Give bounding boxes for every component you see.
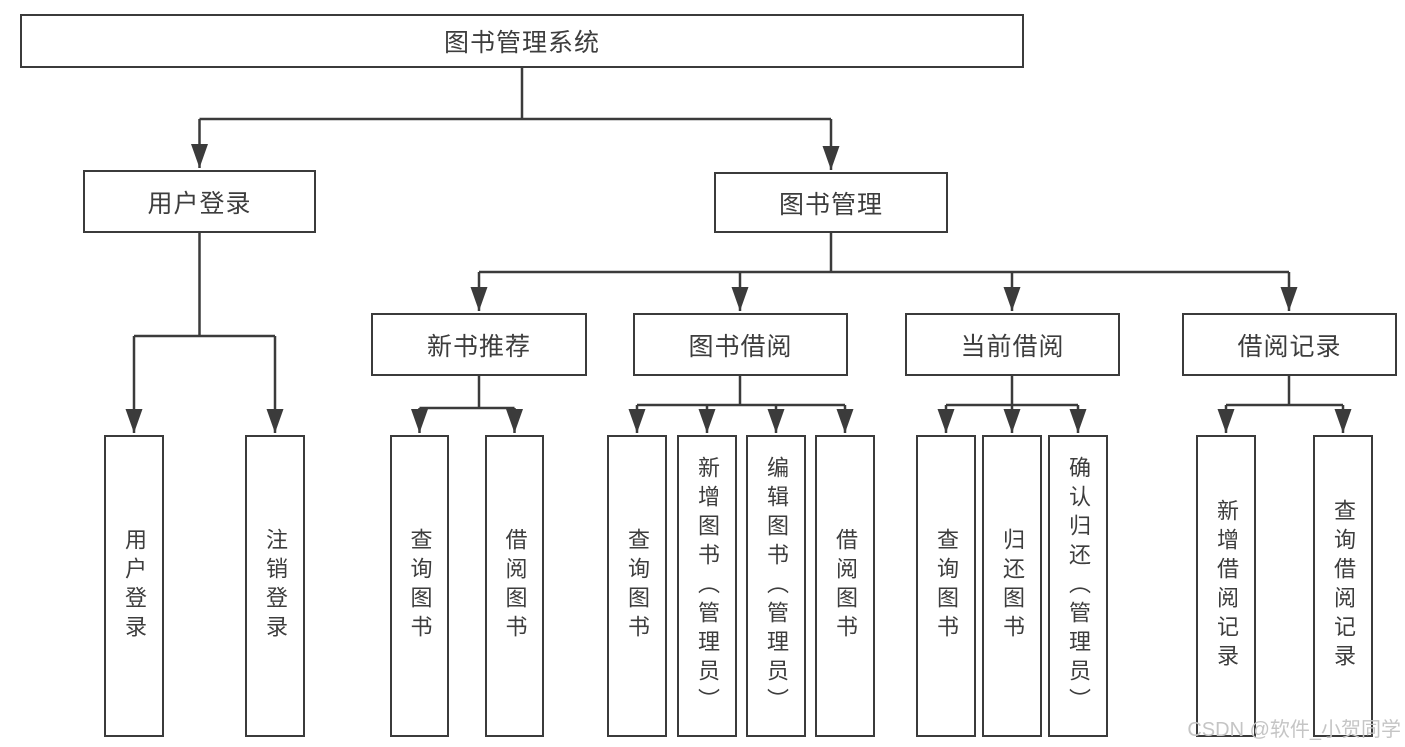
- node-bb-add-books: 新增图书（管理员）: [677, 435, 737, 737]
- watermark-text: CSDN @软件_小贺同学: [1187, 719, 1401, 741]
- connector-records-to-leaves: [1217, 376, 1352, 433]
- node-new-book-recommend: 新书推荐: [371, 313, 587, 376]
- node-cb-query-books: 查询图书: [916, 435, 976, 737]
- node-user-login: 用户登录: [83, 170, 316, 233]
- node-book-borrowing: 图书借阅: [633, 313, 848, 376]
- node-cb-confirm-return: 确认归还（管理员）: [1048, 435, 1108, 737]
- node-cb-return-books: 归还图书: [982, 435, 1042, 737]
- node-borrowing-records: 借阅记录: [1182, 313, 1397, 376]
- node-leaf-logout: 注销登录: [245, 435, 305, 737]
- node-br-add-record: 新增借阅记录: [1196, 435, 1256, 737]
- connector-userlogin-to-leaves: [125, 233, 284, 433]
- node-root: 图书管理系统: [20, 14, 1024, 68]
- node-leaf-user-login: 用户登录: [104, 435, 164, 737]
- node-bb-query-books: 查询图书: [607, 435, 667, 737]
- node-bb-borrow-books: 借阅图书: [815, 435, 875, 737]
- connector-root-to-level2: [191, 68, 840, 170]
- node-nb-borrow-books: 借阅图书: [485, 435, 544, 737]
- node-nb-query-books: 查询图书: [390, 435, 449, 737]
- connector-borrowing-to-leaves: [628, 376, 854, 433]
- connector-current-to-leaves: [937, 376, 1087, 433]
- node-current-borrowing: 当前借阅: [905, 313, 1120, 376]
- connector-newbook-to-leaves: [411, 376, 523, 433]
- node-br-query-record: 查询借阅记录: [1313, 435, 1373, 737]
- node-bb-edit-books: 编辑图书（管理员）: [746, 435, 806, 737]
- node-book-management: 图书管理: [714, 172, 948, 233]
- connector-bookmgmt-to-level3: [470, 233, 1298, 311]
